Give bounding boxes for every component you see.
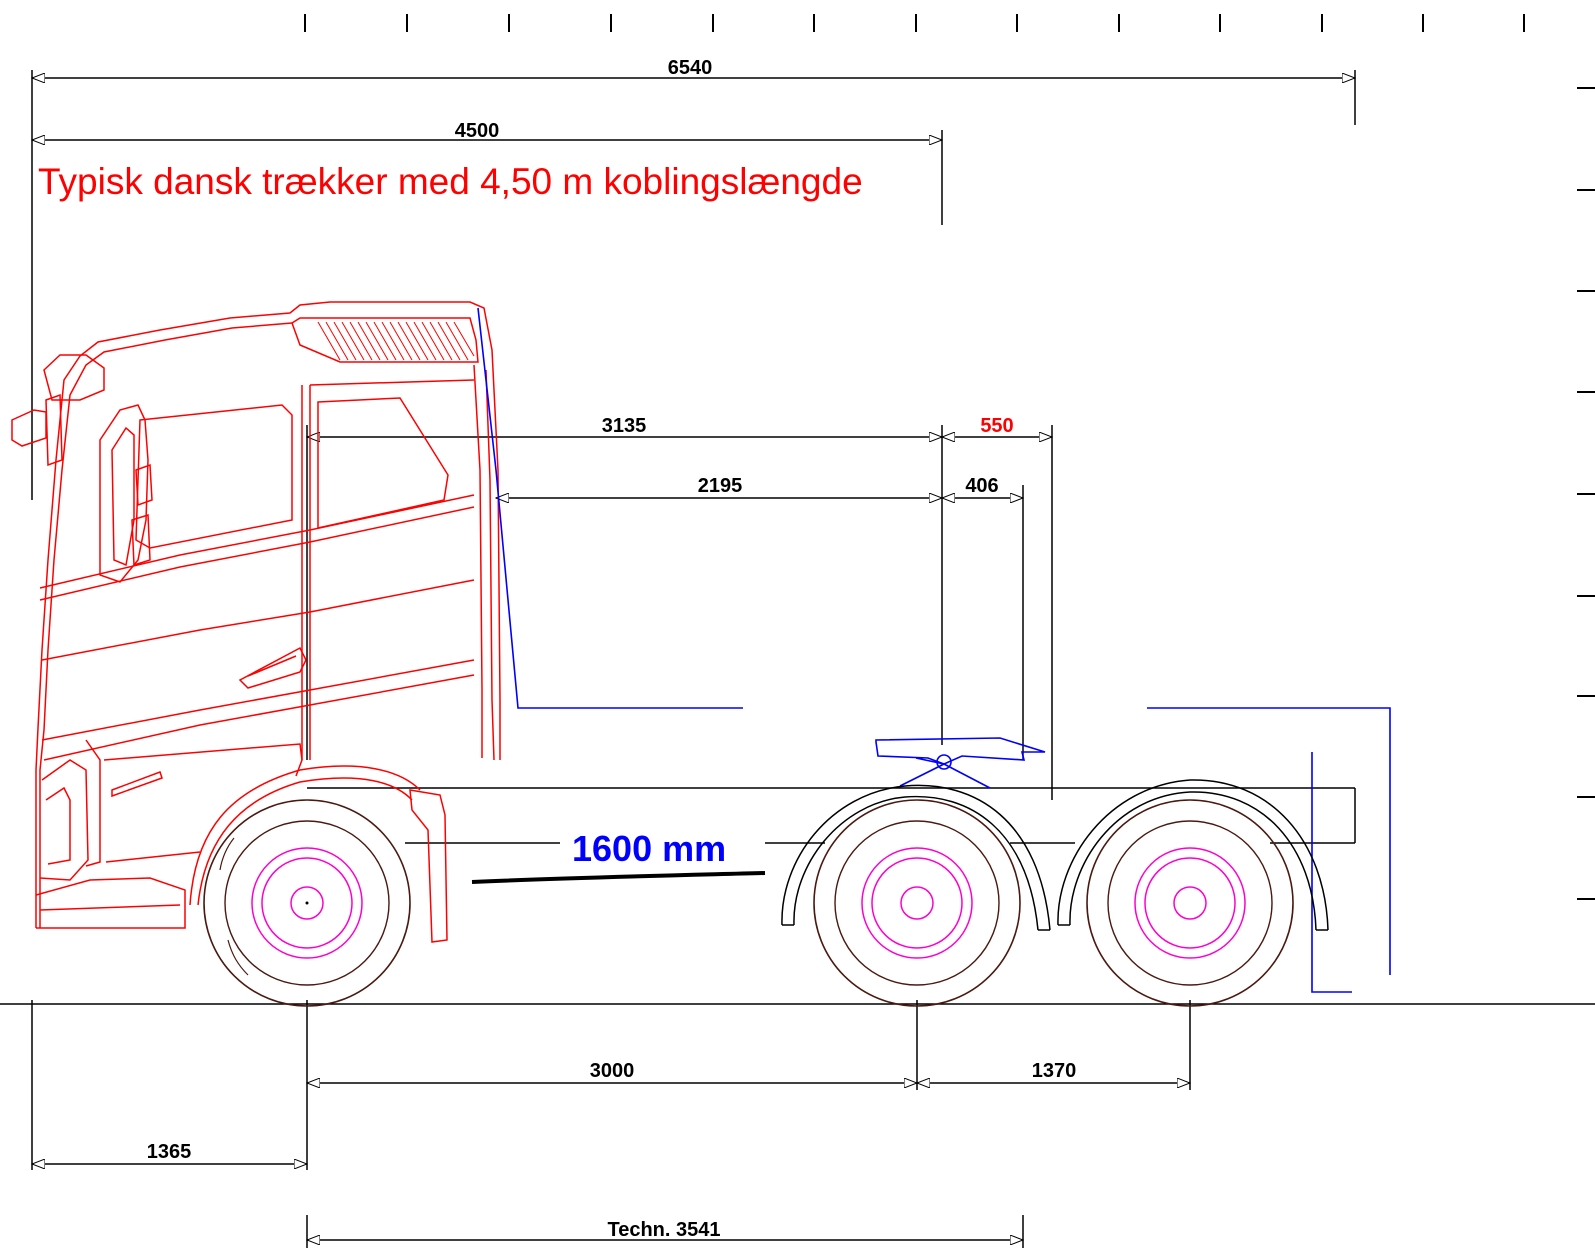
front-wheel (203, 799, 411, 1007)
height-annotation: 1600 mm (572, 828, 726, 869)
dim-3135-label: 3135 (602, 415, 647, 437)
dim-4500-label: 4500 (455, 120, 500, 142)
top-ruler (304, 14, 1525, 32)
dim-550-label: 550 (980, 415, 1013, 437)
dim-406-label: 406 (965, 475, 998, 497)
rear-wheel-2 (1057, 779, 1329, 1007)
drawing-title: Typisk dansk trækker med 4,50 m koblings… (38, 161, 863, 202)
extension-lines (31, 70, 1356, 1248)
dim-1370-label: 1370 (1032, 1060, 1077, 1082)
dim-3000-label: 3000 (590, 1060, 635, 1082)
right-ruler (1577, 87, 1595, 900)
fifth-wheel-and-guards (477, 307, 1391, 993)
underline-stroke (471, 871, 766, 884)
dim-3541-label: Techn. 3541 (607, 1219, 720, 1241)
dim-2195-label: 2195 (698, 475, 743, 497)
chassis-frame (307, 787, 1356, 844)
cab-outline (11, 301, 501, 943)
dim-1365-label: 1365 (147, 1141, 192, 1163)
rear-wheel-1 (781, 784, 1051, 1007)
dim-6540-label: 6540 (668, 57, 713, 79)
dimension-lines (32, 78, 1355, 1240)
